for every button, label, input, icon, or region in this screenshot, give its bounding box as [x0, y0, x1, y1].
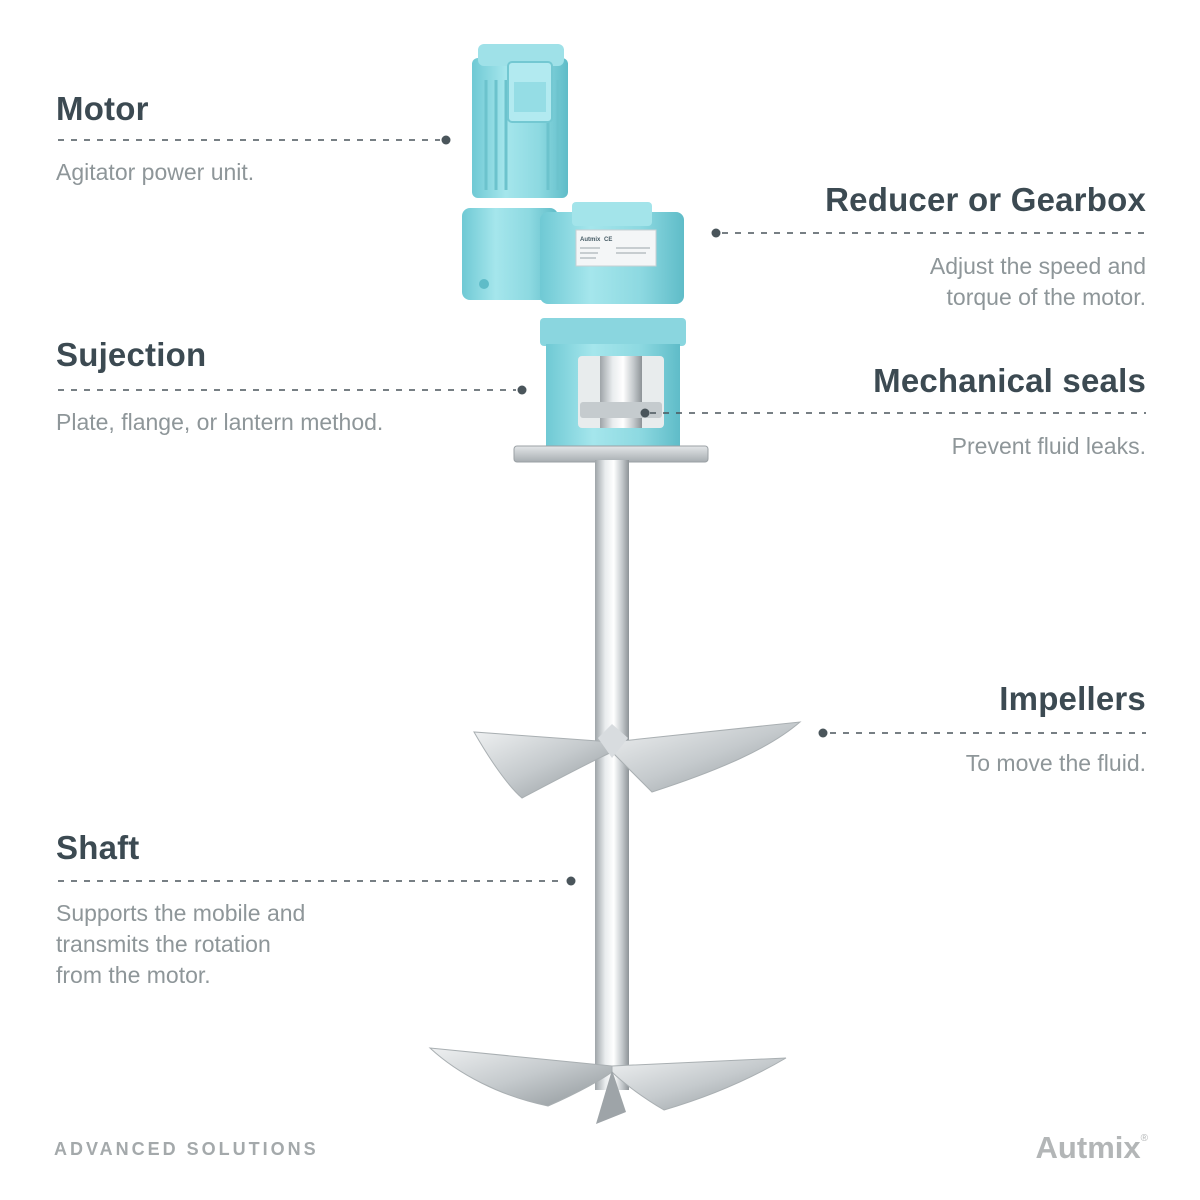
- seals-title: Mechanical seals: [873, 362, 1146, 399]
- shaft-description-line-2: transmits the rotation: [56, 931, 271, 957]
- plate-brand-text: Autmix: [580, 237, 601, 243]
- sujection-title: Sujection: [56, 336, 207, 373]
- reducer-description-line-2: torque of the motor.: [946, 284, 1146, 310]
- lower-impeller: [428, 1047, 787, 1124]
- seals-pointer-dot: [640, 408, 650, 418]
- shaft-description-line-3: from the motor.: [56, 962, 211, 988]
- sujection-description: Plate, flange, or lantern method.: [56, 409, 384, 435]
- sujection-pointer-dot: [517, 385, 527, 395]
- motor-title: Motor: [56, 90, 149, 127]
- reducer-description-line-1: Adjust the speed and: [929, 253, 1146, 279]
- brand-logo: Autmix®: [1036, 1130, 1148, 1166]
- footer-tagline: ADVANCED SOLUTIONS: [54, 1139, 319, 1159]
- gearbox-unit: Autmix CE: [462, 202, 684, 304]
- leader-lines: [58, 139, 1146, 882]
- reducer-description: Adjust the speed and torque of the motor…: [930, 251, 1146, 313]
- impellers-title: Impellers: [999, 680, 1146, 717]
- shaft-description-line-1: Supports the mobile and: [56, 900, 306, 926]
- impellers-description: To move the fluid.: [965, 750, 1146, 776]
- impellers-pointer-dot: [818, 728, 828, 738]
- motor-description: Agitator power unit.: [56, 159, 255, 185]
- reducer-pointer-dot: [711, 228, 721, 238]
- trademark-symbol: ®: [1140, 1132, 1148, 1144]
- upper-impeller: [473, 721, 802, 799]
- shaft-title: Shaft: [56, 829, 140, 866]
- shaft-illustration: [595, 460, 629, 1090]
- brand-name: Autmix: [1035, 1130, 1141, 1165]
- plate-ce-mark: CE: [604, 237, 612, 243]
- seals-description: Prevent fluid leaks.: [951, 433, 1146, 459]
- shaft-pointer-dot: [566, 876, 576, 886]
- reducer-title: Reducer or Gearbox: [825, 181, 1146, 218]
- motor-unit: [472, 44, 568, 198]
- shaft-description: Supports the mobile and transmits the ro…: [56, 898, 305, 991]
- lantern-housing: [540, 318, 686, 446]
- motor-pointer-dot: [441, 135, 451, 145]
- mounting-flange: [513, 445, 709, 463]
